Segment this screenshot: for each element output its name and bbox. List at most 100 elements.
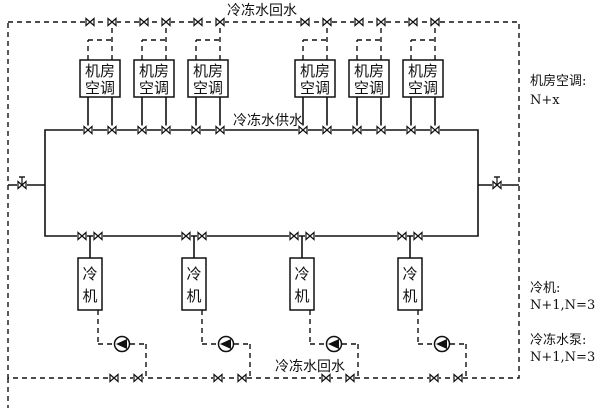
crac-unit: 机房 空调 (133, 59, 175, 98)
pump-note-title: 冷冻水泵: (530, 332, 586, 348)
valve-body (93, 231, 103, 241)
chiller-box (289, 257, 315, 311)
control-valve-actuator (19, 176, 25, 185)
crac-unit: 机房 空调 (402, 59, 444, 98)
valve-body (289, 231, 299, 241)
valve-body (133, 373, 143, 383)
valve-body (430, 17, 440, 27)
valve-body (85, 17, 95, 27)
gate-valve (305, 231, 315, 241)
gate-valve (376, 125, 386, 135)
supply-ring-path (44, 129, 479, 237)
crac-unit-box (79, 59, 121, 98)
crac-unit-label-line2: 空调 (300, 79, 330, 97)
crac-unit-label-line1: 机房 (354, 62, 384, 80)
gate-valve (408, 17, 418, 27)
valve-body (352, 125, 362, 135)
valve-body (137, 125, 147, 135)
gate-valve (430, 17, 440, 27)
crac-unit-label-line1: 机房 (408, 62, 438, 80)
crac-unit-box (294, 59, 336, 98)
gate-valve (429, 373, 439, 383)
valve-body (322, 17, 332, 27)
chiller-label-line1: 冷 (82, 265, 97, 283)
gate-valve (107, 17, 117, 27)
supply-ring-upper (44, 129, 479, 237)
valve-body (305, 231, 315, 241)
gate-valve (77, 231, 87, 241)
gate-valve (213, 373, 223, 383)
valve-body (237, 373, 247, 383)
crac-unit-box (348, 59, 390, 98)
gate-valve (321, 373, 331, 383)
crac-unit-box (133, 59, 175, 98)
chiller-label-line1: 冷 (294, 265, 309, 283)
valve-body (161, 125, 171, 135)
valve-body (300, 17, 310, 27)
gate-valve (109, 373, 119, 383)
valve-body (321, 373, 331, 383)
valve-body (429, 373, 439, 383)
valve-body (376, 17, 386, 27)
valve-body (107, 17, 117, 27)
chiller-box (77, 257, 103, 311)
gate-valve (354, 17, 364, 27)
chiller-unit: 冷 机 (289, 257, 315, 311)
valve-body (354, 17, 364, 27)
crac-unit-label-line1: 机房 (193, 62, 223, 80)
gate-valve (376, 17, 386, 27)
gate-valve (83, 125, 93, 135)
control-valve-actuator (494, 176, 500, 185)
crac-unit-label-line1: 机房 (85, 62, 115, 80)
valve-body (197, 231, 207, 241)
pump (217, 335, 235, 353)
crac-unit-box (402, 59, 444, 98)
gate-valve (345, 373, 355, 383)
gate-valve (289, 231, 299, 241)
valve-body (406, 125, 416, 135)
gate-valve (193, 17, 203, 27)
valve-body (193, 17, 203, 27)
pump-impeller (116, 339, 127, 349)
crac-unit-label-line2: 空调 (193, 79, 223, 97)
valve-body (181, 231, 191, 241)
gate-valve (298, 125, 308, 135)
crac-unit-label-line1: 机房 (139, 62, 169, 80)
gate-valve (453, 373, 463, 383)
gate-valve (161, 125, 171, 135)
crac-units: 机房 空调 机房 空调 机房 空调 机房 空调 机房 空调 (79, 59, 444, 98)
gate-valve (397, 231, 407, 241)
valve-body (77, 231, 87, 241)
valve-body (430, 125, 440, 135)
gate-valve (161, 17, 171, 27)
gate-valve (406, 125, 416, 135)
gate-valve (322, 125, 332, 135)
supply-water-label: 冷冻水供水 (233, 112, 303, 129)
gate-valve (85, 17, 95, 27)
return-water-label-bottom: 冷冻水回水 (275, 358, 345, 375)
valve-body (298, 125, 308, 135)
return-loop (7, 21, 520, 408)
crac-unit: 机房 空调 (348, 59, 390, 98)
gate-valve (430, 125, 440, 135)
crac-unit-label-line1: 机房 (300, 62, 330, 80)
crac-unit-label-line2: 空调 (85, 79, 115, 97)
chiller-label-line2: 机 (186, 287, 201, 305)
valve-body (345, 373, 355, 383)
crac-note-redundancy: N+x (530, 93, 560, 108)
gate-valve (139, 17, 149, 27)
crac-unit: 机房 空调 (187, 59, 229, 98)
valve-body (191, 125, 201, 135)
valve-body (215, 17, 225, 27)
gate-valve (137, 125, 147, 135)
pump (433, 335, 451, 353)
gate-valve (181, 231, 191, 241)
chiller-label-line1: 冷 (186, 265, 201, 283)
valve-body (213, 373, 223, 383)
gate-valve (133, 373, 143, 383)
gate-valve (107, 125, 117, 135)
valve-body (107, 125, 117, 135)
chiller-unit: 冷 机 (181, 257, 207, 311)
